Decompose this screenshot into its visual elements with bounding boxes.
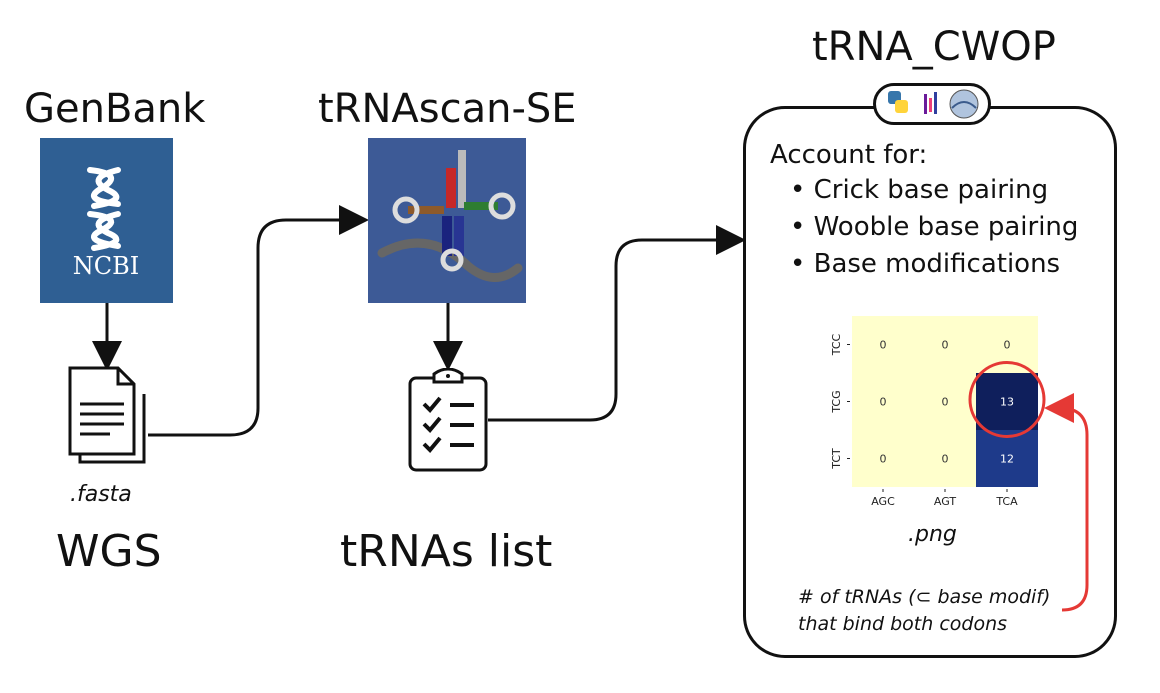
- account-for-label: Account for:: [770, 140, 928, 170]
- bullet-crick: • Crick base pairing: [790, 175, 1049, 205]
- heatmap-cell: [852, 373, 914, 430]
- note-line-1: # of tRNAs (⊂ base modif): [798, 586, 1051, 608]
- heatmap-chart: 0 0 0 TCC 0 0 13 TCG 0 0 12 TCT AGC AGT TCA: [830, 316, 1046, 508]
- heatmap-value: 0: [880, 453, 887, 466]
- cwop-title: tRNA_CWOP: [812, 24, 1056, 70]
- tool-icons-pill: [873, 83, 991, 125]
- python-icon: [888, 91, 908, 113]
- ncbi-helix-icon: NCBI: [73, 167, 139, 280]
- y-tick-label: TCT: [830, 448, 843, 470]
- heatmap-cell: [914, 373, 976, 430]
- x-tick-label: TCA: [995, 495, 1018, 508]
- fasta-file-icon: [66, 366, 148, 466]
- genbank-title: GenBank: [24, 86, 206, 132]
- fasta-extension: .fasta: [70, 482, 132, 507]
- bars-icon: [924, 92, 937, 114]
- trnas-list-caption: tRNAs list: [340, 526, 553, 577]
- trnascan-logo: [368, 138, 526, 303]
- x-tick-label: AGT: [934, 495, 956, 508]
- heatmap-value: 0: [880, 339, 887, 352]
- heatmap-cell: [914, 316, 976, 373]
- heatmap-cell: [914, 430, 976, 487]
- trnascan-title: tRNAscan-SE: [318, 86, 577, 132]
- bullet-modifications: • Base modifications: [790, 249, 1061, 279]
- heatmap-value: 13: [1000, 396, 1014, 409]
- png-extension: .png: [908, 522, 957, 547]
- wgs-caption: WGS: [56, 526, 162, 577]
- heatmap-cell: [852, 316, 914, 373]
- heatmap-value: 0: [1004, 339, 1011, 352]
- heatmap-cell: [976, 430, 1038, 487]
- ncbi-logo-text: NCBI: [73, 252, 139, 280]
- heatmap-value: 0: [942, 396, 949, 409]
- bullet-wooble: • Wooble base pairing: [790, 212, 1079, 242]
- arrow-list-to-cwop: [488, 225, 746, 422]
- heatmap-value: 0: [942, 339, 949, 352]
- heatmap-cell: [976, 373, 1038, 430]
- seaborn-icon: [949, 89, 979, 119]
- arrow-fasta-to-trnascan: [148, 205, 369, 437]
- note-line-2: that bind both codons: [798, 613, 1008, 635]
- heatmap-cell: [852, 430, 914, 487]
- highlight-circle: [968, 361, 1046, 438]
- x-tick-label: AGC: [871, 495, 895, 508]
- ncbi-logo: NCBI: [40, 138, 173, 303]
- heatmap-value: 0: [880, 396, 887, 409]
- heatmap-value: 0: [942, 453, 949, 466]
- y-tick-label: TCC: [830, 333, 843, 356]
- y-tick-label: TCG: [830, 390, 843, 413]
- red-arrow-note-to-cell: [1044, 393, 1089, 612]
- checklist-icon: [408, 367, 488, 472]
- heatmap-value: 12: [1000, 453, 1014, 466]
